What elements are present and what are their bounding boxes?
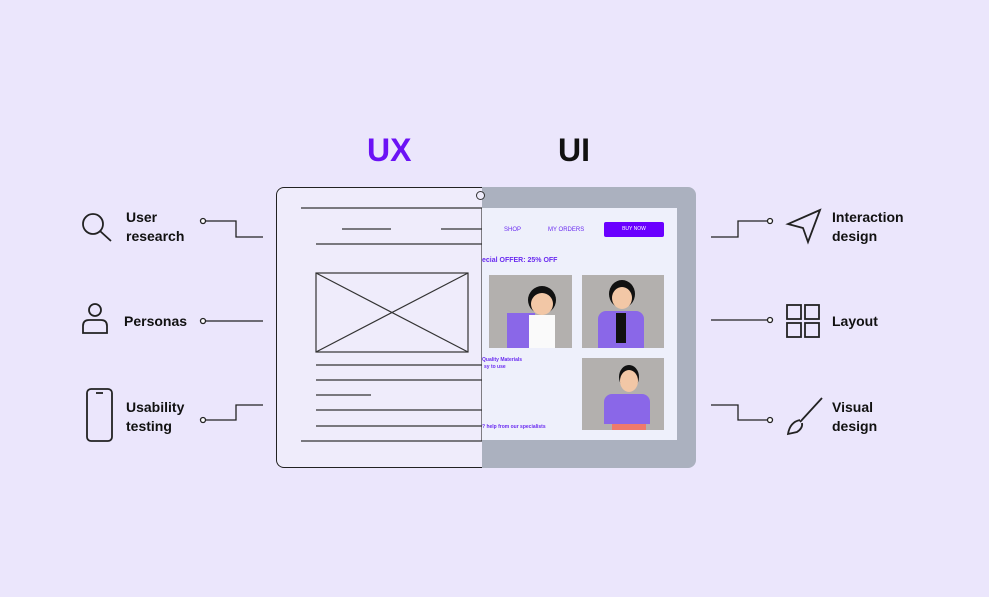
- paintbrush-icon: [786, 397, 823, 436]
- help-text: ? help from our specialists: [482, 424, 546, 430]
- ui-heading: UI: [558, 132, 590, 168]
- phone-icon: [86, 388, 113, 442]
- ui-screen: SHOP MY ORDERS BUY NOW ecial OFFER: 25% …: [482, 208, 677, 440]
- ux-wireframe-device: [276, 187, 486, 468]
- feature-ease-text: sy to use: [484, 364, 506, 370]
- cursor-arrow-icon: [785, 208, 822, 245]
- grid-layout-icon: [786, 304, 820, 338]
- product-image-3: [582, 358, 664, 430]
- nav-my-orders[interactable]: MY ORDERS: [548, 227, 585, 233]
- label-personas: Personas: [124, 313, 188, 329]
- offer-text: ecial OFFER: 25% OFF: [482, 257, 558, 264]
- person-icon: [82, 303, 108, 334]
- search-icon: [82, 213, 112, 242]
- wireframe-content: [301, 207, 483, 442]
- product-image-1: [489, 275, 572, 348]
- ux-heading: UX: [367, 132, 412, 168]
- device-camera-icon: [476, 191, 485, 200]
- nav-shop[interactable]: SHOP: [504, 227, 522, 233]
- label-layout: Layout: [832, 313, 878, 329]
- product-image-2: [582, 275, 664, 348]
- buy-now-button[interactable]: BUY NOW: [604, 222, 664, 237]
- feature-quality-text: Quality Materials: [482, 357, 523, 363]
